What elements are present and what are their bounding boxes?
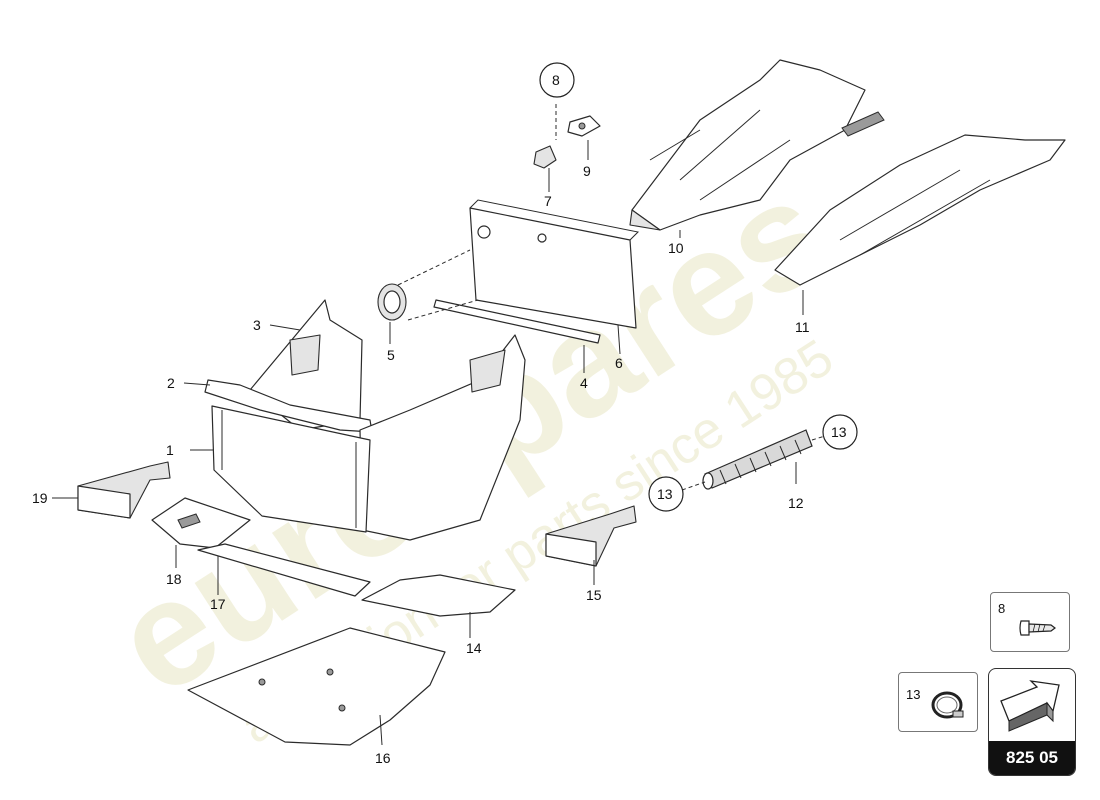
part-5-dash-leader <box>397 249 479 321</box>
callout-11: 11 <box>795 319 810 335</box>
legend-screw-label: 8 <box>998 601 1006 616</box>
callout-4: 4 <box>580 375 588 391</box>
callout-8-circle <box>539 62 575 98</box>
callout-labels: 1 2 3 4 5 6 7 8 9 10 11 12 13 13 14 15 1… <box>32 62 858 766</box>
part-18-panel <box>151 497 251 549</box>
callout-19: 19 <box>32 490 48 506</box>
part-6-bulkhead-panel <box>469 199 640 329</box>
callout-17: 17 <box>210 596 226 612</box>
legend-box-screw: 8 <box>990 592 1070 652</box>
part-19-air-duct <box>77 461 171 519</box>
part-4-seal-strip <box>433 299 601 344</box>
section-code: 825 05 <box>989 741 1075 775</box>
hose-clamp-icon <box>931 691 964 719</box>
callout-12: 12 <box>788 495 804 511</box>
part-5-grommet <box>377 283 407 321</box>
callout-2: 2 <box>167 375 175 391</box>
part-17-trim-strip <box>197 543 371 597</box>
direction-arrow-icon <box>1000 680 1060 732</box>
part-9-plate <box>567 115 601 137</box>
callout-9: 9 <box>583 163 591 179</box>
leader-lines <box>52 140 826 746</box>
legend-clamp-label: 13 <box>906 687 921 702</box>
callout-13b-circle <box>822 414 858 450</box>
callout-7: 7 <box>544 193 552 209</box>
part-10-floor-tray <box>629 59 885 231</box>
screw-icon <box>1019 620 1056 636</box>
callout-3: 3 <box>253 317 261 333</box>
callout-1: 1 <box>166 442 174 458</box>
part-1-front-panel <box>211 405 371 533</box>
part-11-floor-tray <box>774 134 1066 286</box>
callout-13a-circle <box>648 476 684 512</box>
callout-13b: 13 <box>831 424 847 440</box>
part-7-nut <box>533 145 557 169</box>
part-3-tunnel-panel <box>249 299 363 431</box>
part-14-cover <box>361 574 516 617</box>
legend-box-clamp: 13 <box>898 672 978 732</box>
callout-16: 16 <box>375 750 391 766</box>
callout-6: 6 <box>615 355 623 371</box>
callout-10: 10 <box>668 240 684 256</box>
callout-15: 15 <box>586 587 602 603</box>
callout-5: 5 <box>387 347 395 363</box>
callout-18: 18 <box>166 571 182 587</box>
central-tunnel-shell <box>359 334 526 541</box>
callout-8: 8 <box>552 72 560 88</box>
section-code-box: 825 05 <box>988 668 1076 776</box>
part-12-flexible-hose <box>702 429 813 490</box>
part-16-undertray <box>187 627 446 746</box>
part-15-air-duct <box>545 505 637 567</box>
callout-13a: 13 <box>657 486 673 502</box>
callout-14: 14 <box>466 640 482 656</box>
